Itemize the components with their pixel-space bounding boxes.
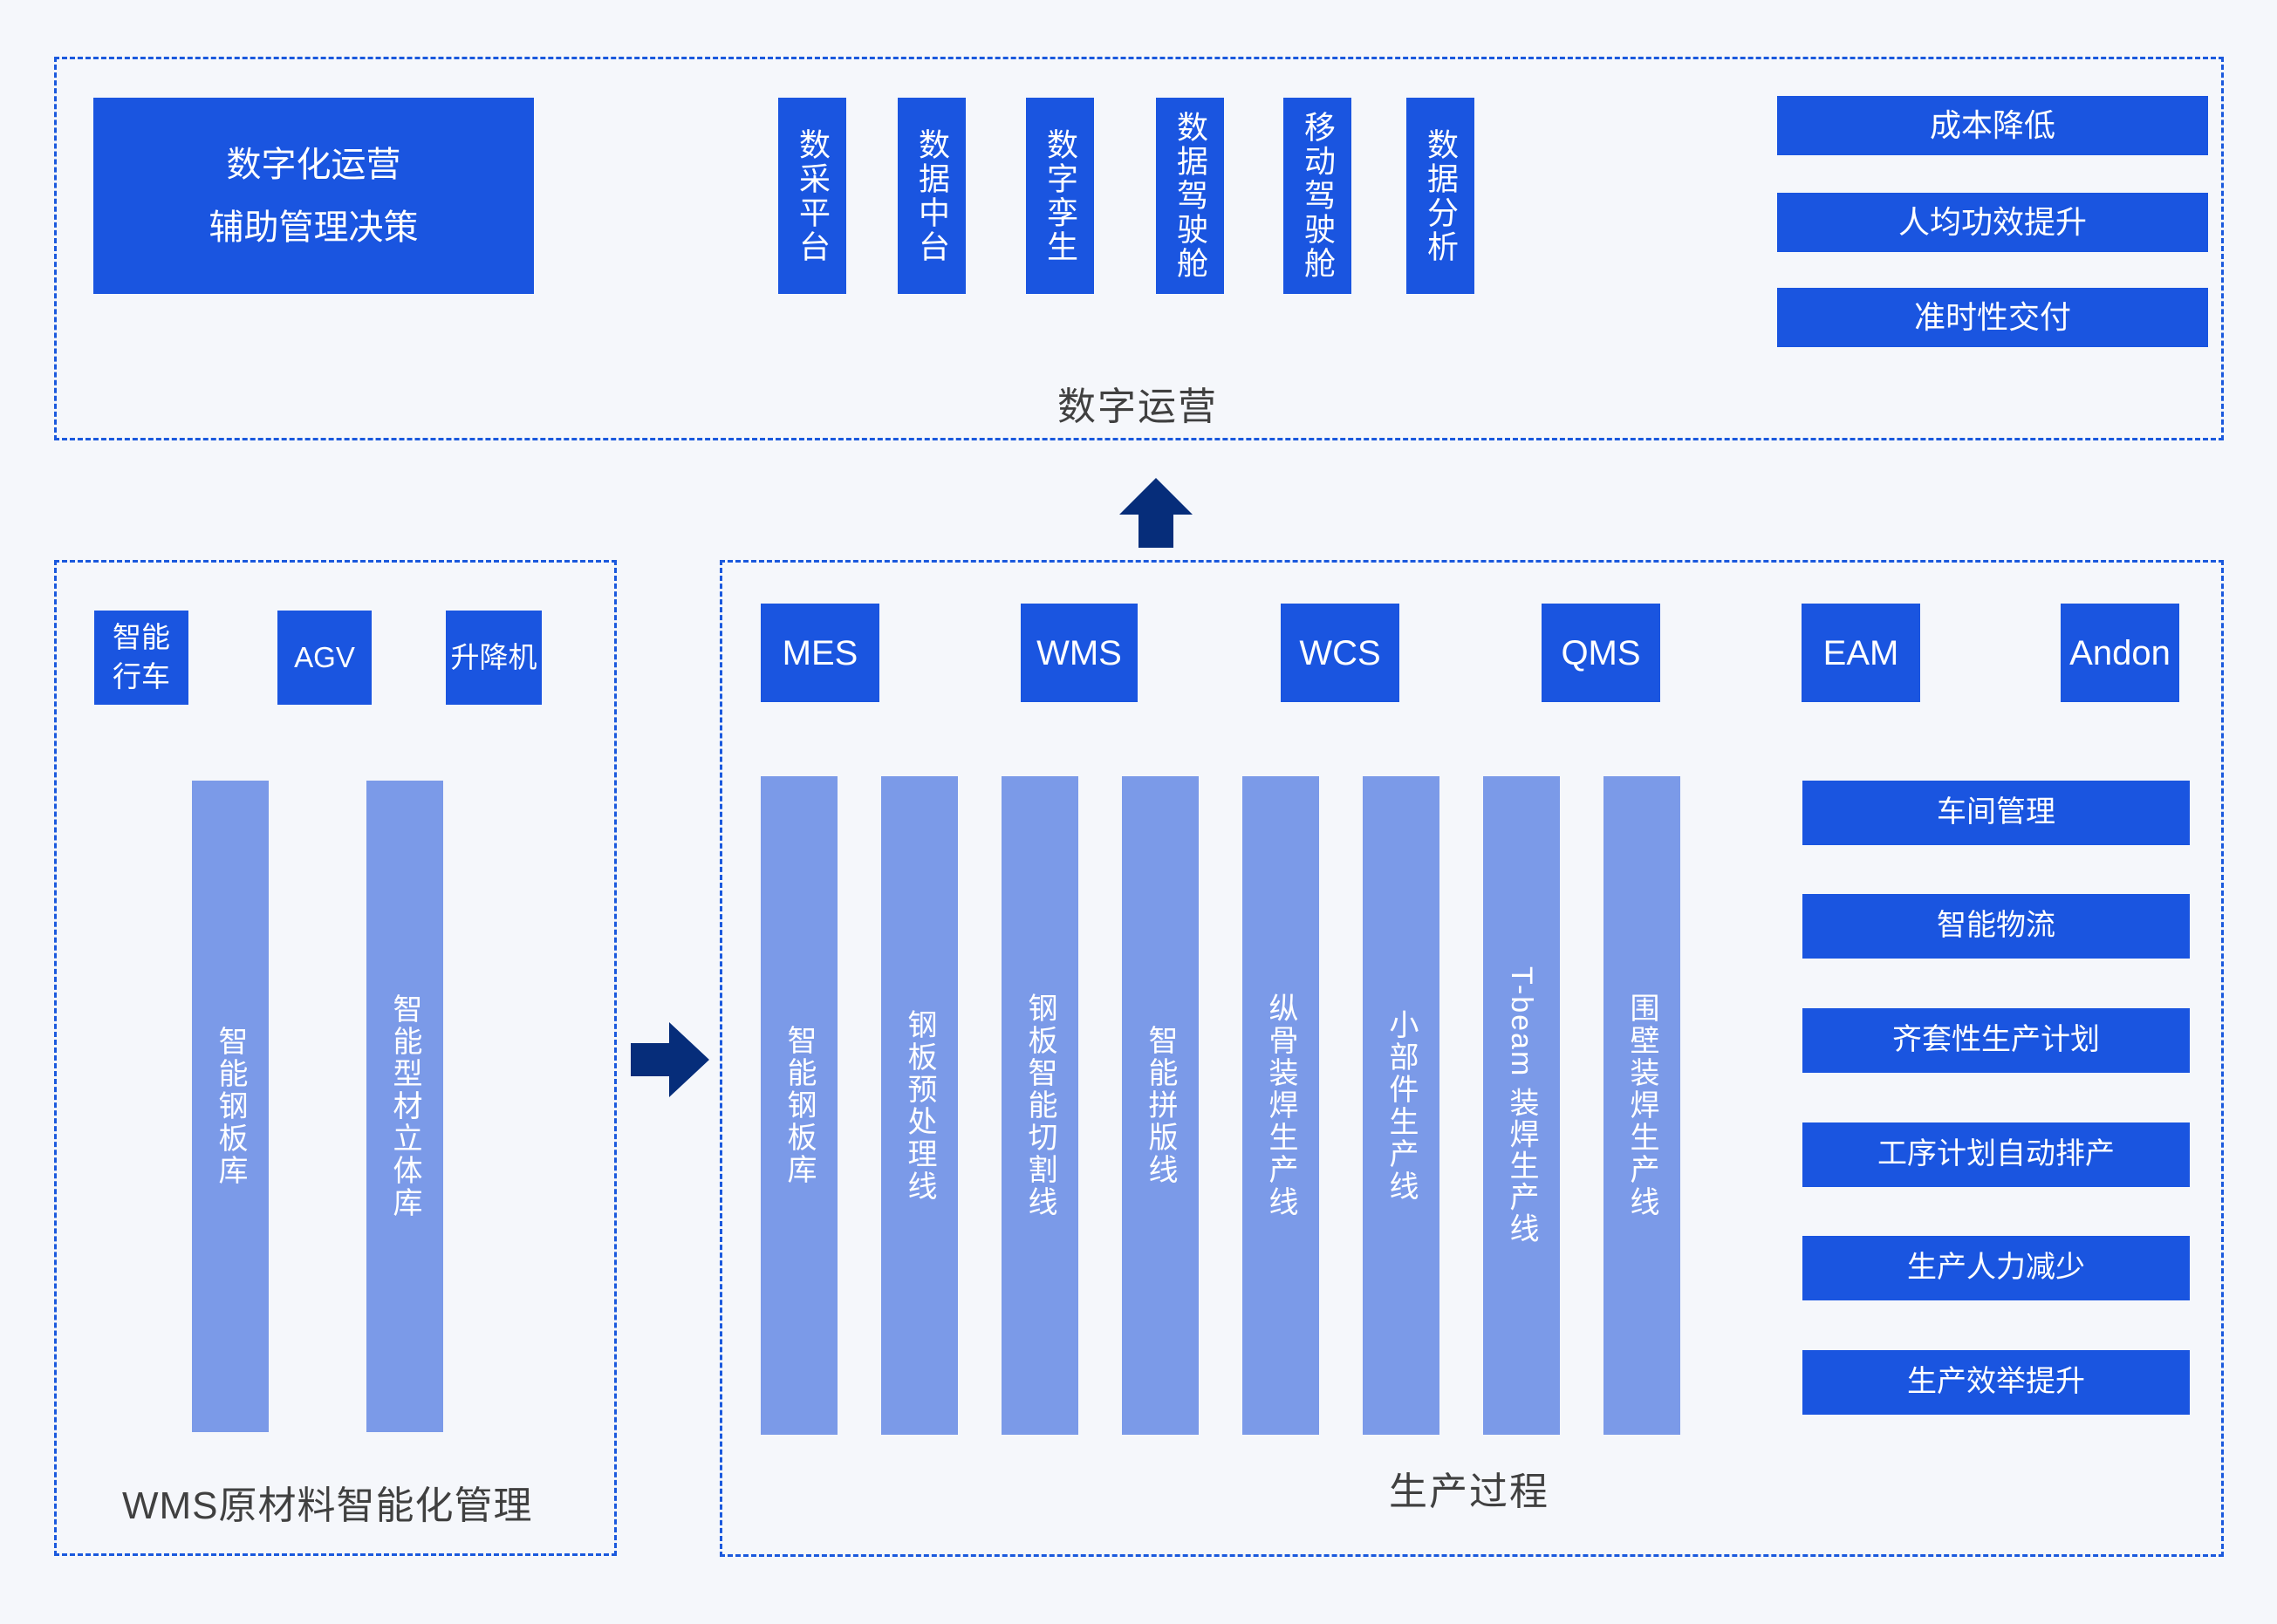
system-card-mes[interactable]: MES [761,604,879,702]
production-line-label-0: 智能钢板库 [783,1025,816,1186]
production-benefit-label-2: 齐套性生产计划 [1892,1023,2100,1057]
capability-card-1[interactable]: 数据中台 [898,98,966,294]
digital-operations-line1: 数字化运营 [226,145,401,184]
capability-card-3[interactable]: 数据驾驶舱 [1156,98,1224,294]
production-benefit-card-4[interactable]: 生产人力减少 [1802,1236,2190,1300]
system-label-2: WCS [1299,633,1381,672]
capability-label-3: 数据驾驶舱 [1173,111,1208,281]
wms-raw-material-panel [54,560,617,1556]
digital-benefit-label-2: 准时性交付 [1913,298,2071,335]
capability-label-2: 数字孪生 [1043,127,1078,264]
equipment-label-0-line1: 智能 [113,621,170,654]
warehouse-label-1: 智能型材立体库 [388,993,421,1219]
system-label-5: Andon [2069,633,2171,672]
equipment-label-2: 升降机 [450,640,537,673]
production-line-label-2: 钢板智能切割线 [1023,993,1056,1218]
production-line-card-6[interactable]: T-beam 装焊生产线 [1483,776,1560,1435]
capability-label-1: 数据中台 [914,127,950,264]
production-line-label-1: 钢板预处理线 [903,1008,936,1203]
production-line-label-3: 智能拼版线 [1144,1025,1177,1186]
arrow-right-icon [631,1022,709,1097]
system-card-qms[interactable]: QMS [1542,604,1660,702]
production-line-label-5: 小部件生产线 [1385,1008,1418,1203]
production-line-card-0[interactable]: 智能钢板库 [761,776,838,1435]
warehouse-card-0[interactable]: 智能钢板库 [192,781,269,1432]
production-benefit-label-3: 工序计划自动排产 [1877,1137,2115,1171]
digital-benefit-label-0: 成本降低 [1929,106,2055,143]
capability-card-2[interactable]: 数字孪生 [1026,98,1094,294]
system-card-wms[interactable]: WMS [1021,604,1138,702]
system-card-wcs[interactable]: WCS [1281,604,1399,702]
capability-card-4[interactable]: 移动驾驶舱 [1283,98,1351,294]
digital-operations-card[interactable]: 数字化运营 辅助管理决策 [93,98,534,294]
digital-operations-line2: 辅助管理决策 [209,208,419,247]
digital-operations-panel [54,57,2224,440]
production-line-card-1[interactable]: 钢板预处理线 [881,776,958,1435]
system-card-eam[interactable]: EAM [1802,604,1920,702]
system-card-andon[interactable]: Andon [2061,604,2179,702]
production-line-card-2[interactable]: 钢板智能切割线 [1002,776,1078,1435]
digital-operations-panel-label: 数字运营 [1057,386,1218,428]
capability-card-0[interactable]: 数采平台 [778,98,846,294]
production-panel-label: 生产过程 [1389,1470,1549,1513]
equipment-label-0-line2: 行车 [113,660,170,693]
equipment-card-smart-crane[interactable]: 智能 行车 [94,611,188,705]
digital-benefit-card-0[interactable]: 成本降低 [1777,96,2208,155]
equipment-card-agv[interactable]: AGV [277,611,372,705]
warehouse-label-0: 智能钢板库 [214,1026,247,1187]
production-benefit-card-5[interactable]: 生产效举提升 [1802,1350,2190,1415]
production-line-label-4: 纵骨装焊生产线 [1264,993,1297,1218]
production-line-card-4[interactable]: 纵骨装焊生产线 [1242,776,1319,1435]
digital-benefit-card-2[interactable]: 准时性交付 [1777,288,2208,347]
production-benefit-label-4: 生产人力减少 [1907,1251,2085,1285]
capability-label-5: 数据分析 [1423,127,1459,264]
production-benefit-card-0[interactable]: 车间管理 [1802,781,2190,845]
production-line-card-3[interactable]: 智能拼版线 [1122,776,1199,1435]
system-label-4: EAM [1822,633,1899,672]
wms-panel-label: WMS原材料智能化管理 [122,1484,533,1527]
warehouse-card-1[interactable]: 智能型材立体库 [366,781,443,1432]
system-label-1: WMS [1036,633,1122,672]
production-benefit-label-0: 车间管理 [1937,795,2055,829]
capability-label-4: 移动驾驶舱 [1300,111,1336,281]
arrow-up-icon [1119,478,1193,548]
production-benefit-label-1: 智能物流 [1937,909,2055,943]
production-benefit-label-5: 生产效举提升 [1907,1365,2085,1399]
production-benefit-card-3[interactable]: 工序计划自动排产 [1802,1122,2190,1187]
digital-benefit-label-1: 人均功效提升 [1898,203,2087,240]
production-benefit-card-2[interactable]: 齐套性生产计划 [1802,1008,2190,1073]
capability-label-0: 数采平台 [795,127,831,264]
system-label-0: MES [782,633,858,672]
production-line-card-5[interactable]: 小部件生产线 [1363,776,1439,1435]
production-benefit-card-1[interactable]: 智能物流 [1802,894,2190,959]
production-line-label-7: 围壁装焊生产线 [1625,993,1658,1218]
equipment-card-lift[interactable]: 升降机 [446,611,542,705]
production-process-panel [720,560,2224,1557]
capability-card-5[interactable]: 数据分析 [1406,98,1474,294]
production-line-label-6: T-beam 装焊生产线 [1505,966,1538,1245]
equipment-label-1: AGV [294,640,355,673]
system-label-3: QMS [1561,633,1641,672]
production-line-card-7[interactable]: 围壁装焊生产线 [1603,776,1680,1435]
digital-benefit-card-1[interactable]: 人均功效提升 [1777,193,2208,252]
